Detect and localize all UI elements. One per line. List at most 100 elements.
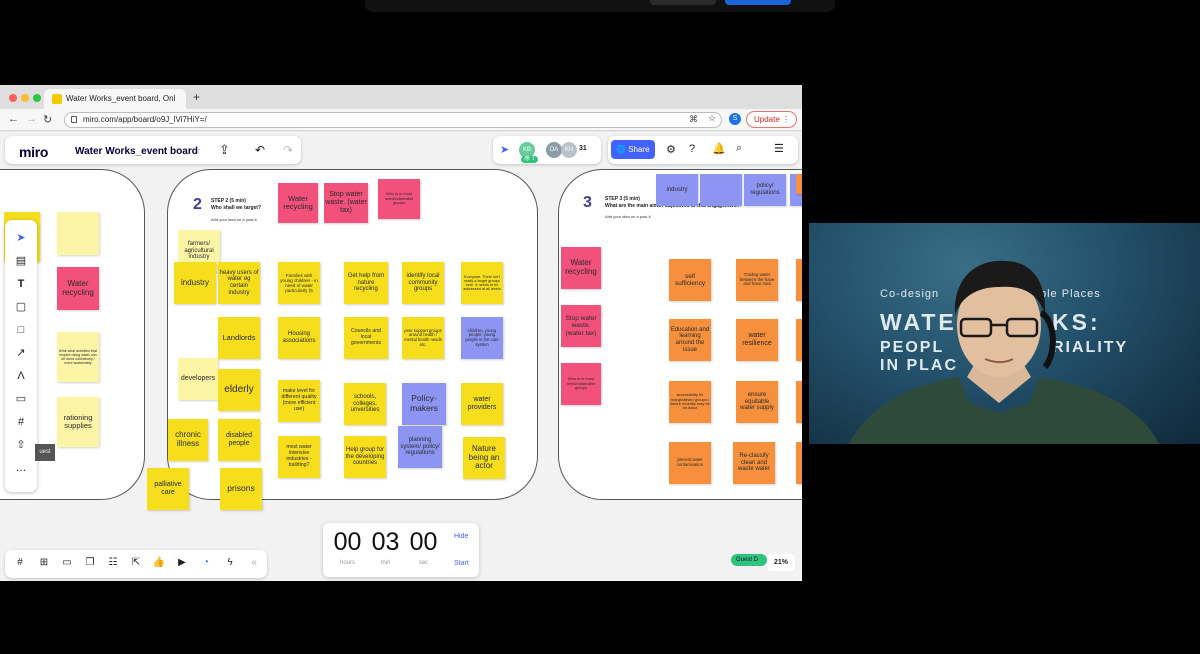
timer-start-button[interactable]: Start	[454, 560, 469, 567]
timer-hours[interactable]: 00	[333, 528, 362, 556]
frames-icon[interactable]: #	[17, 557, 23, 568]
video-chat-icon[interactable]: ▶	[178, 557, 186, 568]
sticky-note[interactable]: Who is in most need/vulnerable groups	[378, 179, 420, 219]
sticky-note[interactable]: Stop water waste. (water tax)	[324, 183, 368, 223]
sticky-note[interactable]: accessibility for marginalised groups / …	[669, 381, 711, 423]
notifications-bell-icon[interactable]: 🔔	[712, 143, 726, 155]
comments-icon[interactable]: ▭	[62, 557, 72, 568]
board-title[interactable]: Water Works_event board	[75, 146, 198, 157]
connection-line-icon[interactable]: ↗	[16, 347, 26, 359]
share-screen-icon[interactable]: ⇱	[131, 557, 141, 568]
collaborator-avatar[interactable]: DA	[546, 142, 562, 158]
apps-icon[interactable]: ϟ	[227, 557, 233, 568]
sticky-note[interactable]: Re-classify clean and waste water	[733, 442, 775, 484]
sticky-note[interactable]	[700, 174, 742, 206]
sticky-note[interactable]: Help group for the developing countries	[344, 436, 386, 478]
add-frame-icon[interactable]: ⊞	[39, 557, 49, 568]
zoom-top-button[interactable]	[650, 0, 716, 5]
sticky-note[interactable]: heavy users of water eg certain industry	[218, 262, 260, 304]
sticky-note[interactable]: ensure equitable water supply	[736, 381, 778, 423]
sticky-note[interactable]: industry	[656, 174, 698, 206]
maximize-window-icon[interactable]	[33, 94, 41, 102]
sticky-note[interactable]: elderly	[218, 369, 260, 411]
sticky-note[interactable]	[57, 212, 99, 255]
sticky-note[interactable]	[796, 319, 802, 361]
comment-icon[interactable]: ▭	[15, 393, 27, 405]
sticky-note[interactable]: Policy-makers	[402, 383, 446, 425]
sticky-note[interactable]: Water recycling	[57, 267, 99, 310]
sticky-note[interactable]	[796, 259, 802, 301]
close-window-icon[interactable]	[9, 94, 17, 102]
sticky-note[interactable]: Councils and local governments	[344, 317, 388, 359]
url-field[interactable]: miro.com/app/board/o9J_lVi7HiY=/	[64, 112, 722, 128]
sticky-note[interactable]: peer support groups around health / ment…	[402, 317, 444, 359]
sticky-note[interactable]: palliative care	[147, 468, 189, 510]
redo-icon[interactable]: ↷	[283, 143, 294, 157]
upload-icon[interactable]: ⇧	[16, 439, 26, 451]
export-icon[interactable]: ⇪	[219, 142, 230, 157]
sticky-note[interactable]: most water intensive industries - buildi…	[278, 436, 320, 478]
pen-icon[interactable]: Ʌ	[17, 370, 25, 382]
sticky-note[interactable]: disabled people	[218, 419, 260, 461]
sticky-note[interactable]: developers	[178, 358, 218, 400]
minimize-window-icon[interactable]	[21, 94, 29, 102]
bookmark-star-icon[interactable]: ☆	[708, 113, 717, 123]
sticky-note[interactable]	[796, 381, 802, 423]
back-arrow-icon[interactable]: ←	[8, 113, 19, 125]
browser-tab[interactable]: Water Works_event board, Onl ✕	[44, 89, 186, 109]
sticky-note[interactable]: make level for different quality (more e…	[278, 380, 320, 422]
favorite-star-icon[interactable]: ☆	[193, 145, 202, 155]
sticky-note[interactable]: Get help from nature recycling	[344, 262, 388, 304]
sticky-note[interactable]: rationing supplies	[57, 397, 99, 447]
undo-icon[interactable]: ↶	[255, 143, 266, 157]
frame-icon[interactable]: #	[17, 416, 25, 428]
search-icon[interactable]: ⌕	[736, 142, 743, 154]
zoom-top-button-primary[interactable]	[725, 0, 791, 5]
board-menu-icon[interactable]: ☰	[774, 143, 784, 155]
help-icon[interactable]: ?	[689, 143, 696, 155]
sticky-note[interactable]: Education and learning around the issue	[669, 319, 711, 361]
sticky-note[interactable]	[796, 174, 802, 194]
sticky-note[interactable]: Housing associations	[278, 317, 320, 359]
cursor-follow-icon[interactable]: ➤	[500, 144, 510, 156]
sticky-note[interactable]: identify local community groups	[402, 262, 444, 304]
sticky-note[interactable]: Water recycling	[561, 247, 601, 289]
sticky-note[interactable]: Who is in most need/vulnerable groups	[561, 363, 601, 405]
new-tab-icon[interactable]: +	[193, 90, 201, 104]
forward-arrow-icon[interactable]: →	[26, 113, 37, 125]
sticky-note[interactable]: prisons	[220, 468, 262, 510]
templates-icon[interactable]: ▤	[15, 255, 27, 267]
sticky-note[interactable]: chronic illness	[168, 419, 208, 461]
sticky-note[interactable]: Water recycling	[278, 183, 318, 223]
miro-logo[interactable]: miro	[19, 144, 49, 160]
sticky-note[interactable]: Everyone. There isn't really a target gr…	[461, 262, 503, 304]
profile-avatar[interactable]: S	[729, 113, 741, 125]
miro-board-canvas[interactable]: miro Water Works_event board ☆ ⇪ ↶ ↷ ➤ K…	[0, 132, 802, 581]
voting-icon[interactable]: 👍	[152, 557, 166, 568]
extension-icon[interactable]: ⌘	[689, 114, 698, 124]
zoom-level[interactable]: 21%	[767, 554, 795, 571]
cards-icon[interactable]: ❐	[85, 557, 95, 568]
sticky-note[interactable]: children, young people, young people in …	[461, 317, 503, 359]
shape-icon[interactable]: □	[17, 324, 25, 336]
sticky-note-icon[interactable]: ▢	[15, 301, 27, 313]
reload-icon[interactable]: ↻	[43, 114, 53, 126]
share-button[interactable]: 🌐 Share	[611, 140, 655, 159]
collaborator-avatar[interactable]: KB	[519, 142, 535, 158]
sticky-note[interactable]: Stop water waste. (water tax)	[561, 305, 601, 347]
sticky-note[interactable]: prevent water contamination	[669, 442, 711, 484]
sticky-note[interactable]: Trading water between the have and have …	[736, 259, 778, 301]
timer-minutes[interactable]: 03	[371, 528, 400, 556]
sticky-note[interactable]: policy/ regulations	[744, 174, 786, 206]
collaborator-avatar[interactable]: KH	[561, 142, 577, 158]
sticky-note[interactable]: Landlords	[218, 317, 260, 359]
sticky-note[interactable]: Nature being an actor	[463, 437, 505, 479]
sticky-note[interactable]: Families with young children - in need o…	[278, 262, 320, 304]
kanban-icon[interactable]: ☷	[108, 557, 118, 568]
text-tool-icon[interactable]: T	[17, 278, 25, 290]
more-tools-icon[interactable]: …	[15, 462, 27, 474]
collapse-icon[interactable]: «	[251, 557, 257, 568]
timer-seconds[interactable]: 00	[409, 528, 438, 556]
sticky-note[interactable]: schools, colleges, unversities	[344, 383, 386, 425]
sticky-note[interactable]: water resilience	[736, 319, 778, 361]
